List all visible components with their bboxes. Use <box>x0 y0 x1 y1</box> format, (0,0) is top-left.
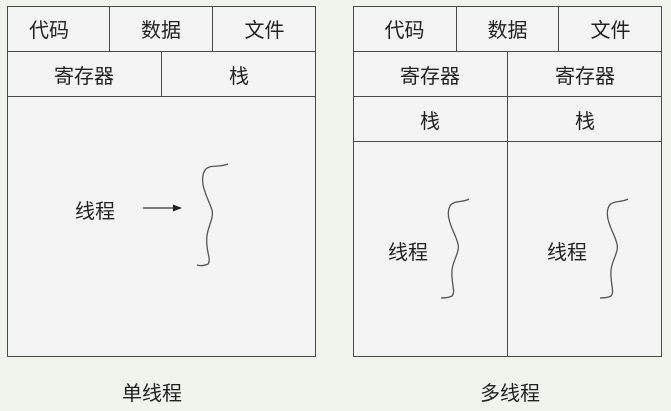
arrow-icon <box>143 204 182 212</box>
divider <box>109 6 110 51</box>
data-segment-cell: 数据 <box>487 18 528 42</box>
divider <box>507 51 508 357</box>
thread-squiggle-icon <box>196 163 229 267</box>
thread-label-1: 线程 <box>388 240 428 264</box>
thread-label-2: 线程 <box>547 240 587 264</box>
thread-squiggle-icon <box>599 198 629 299</box>
divider <box>456 6 457 51</box>
divider <box>161 51 162 96</box>
thread-squiggle-icon <box>440 198 470 299</box>
register-cell: 寄存器 <box>54 63 114 88</box>
single-thread-caption: 单线程 <box>122 381 182 405</box>
multi-thread-caption: 多线程 <box>480 381 540 405</box>
register-cell-thread-1: 寄存器 <box>400 63 460 88</box>
code-segment-cell: 代码 <box>29 18 69 42</box>
divider <box>7 96 316 97</box>
file-segment-cell: 文件 <box>590 18 631 42</box>
stack-cell: 栈 <box>229 63 249 88</box>
divider <box>558 6 559 51</box>
stack-cell-thread-2: 栈 <box>575 108 595 133</box>
stack-cell-thread-1: 栈 <box>420 108 440 133</box>
thread-label: 线程 <box>75 199 115 223</box>
divider <box>212 6 213 51</box>
file-segment-cell: 文件 <box>244 18 285 42</box>
data-segment-cell: 数据 <box>141 18 181 42</box>
register-cell-thread-2: 寄存器 <box>555 63 615 88</box>
code-segment-cell: 代码 <box>384 18 425 42</box>
